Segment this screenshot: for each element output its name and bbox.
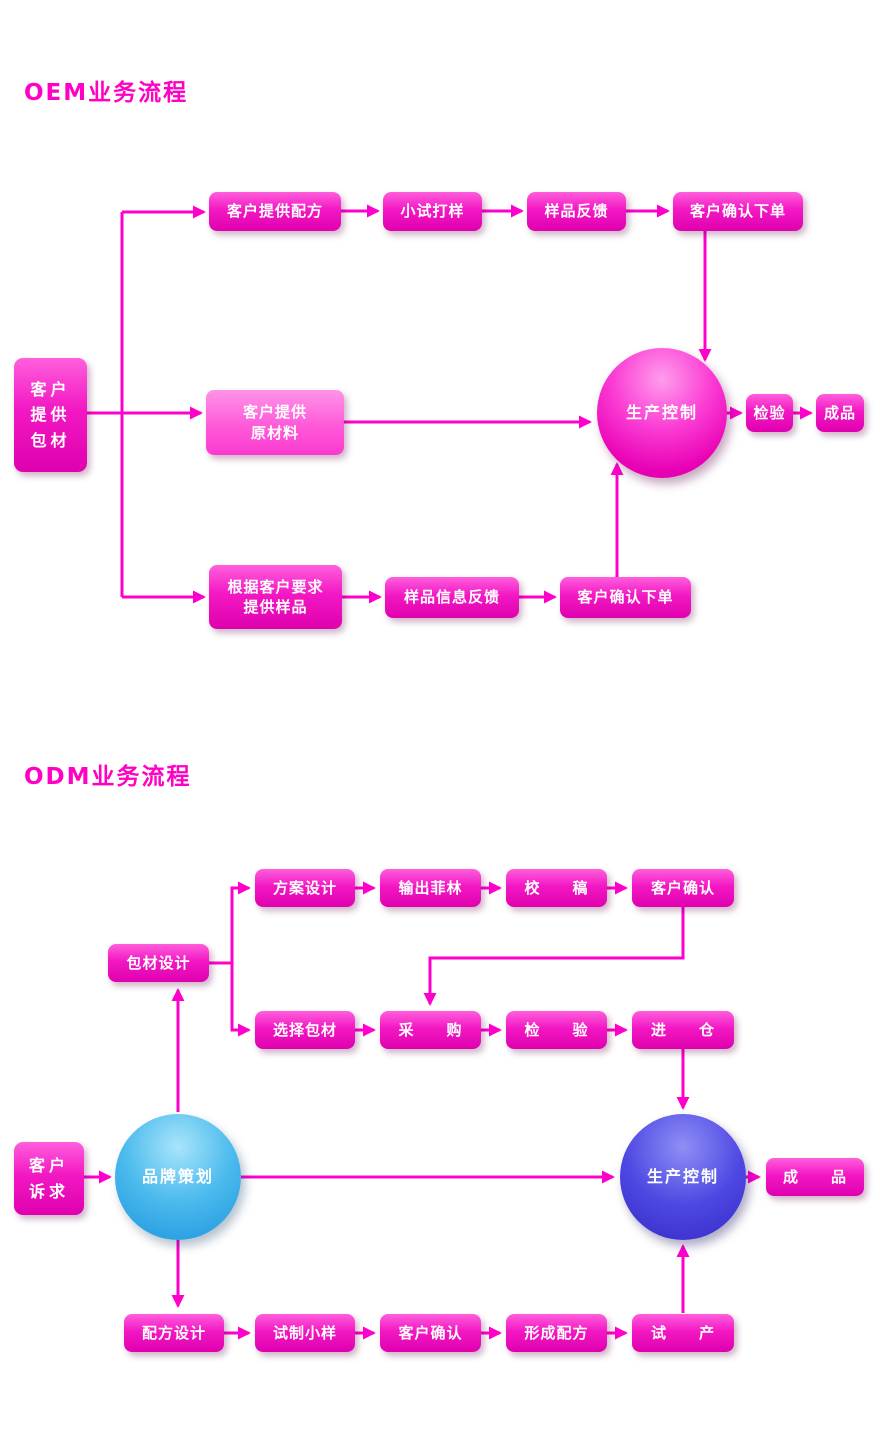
node-odm-scheme-design: 方案设计: [255, 869, 355, 907]
node-oem-finished-product: 成品: [816, 394, 864, 432]
node-odm-purchase: 采 购: [380, 1011, 481, 1049]
odm-title: ODM业务流程: [24, 764, 192, 790]
node-oem-trial-proofing: 小试打样: [383, 192, 482, 231]
arrow-odm-confirm-elbow-to-purchase: [423, 907, 685, 1006]
node-oem-sample-feedback: 样品反馈: [527, 192, 626, 231]
node-odm-production-control: 生产控制: [620, 1114, 746, 1240]
node-odm-customer-confirm-formula: 客户确认: [380, 1314, 481, 1352]
node-odm-proofreading: 校 稿: [506, 869, 607, 907]
node-odm-film-output: 输出菲林: [380, 869, 481, 907]
node-oem-inspection: 检验: [746, 394, 793, 432]
node-odm-trial-sample: 试制小样: [255, 1314, 355, 1352]
node-oem-sample-info-feedback: 样品信息反馈: [385, 577, 519, 618]
node-odm-customer-demand: 客户 诉求: [14, 1142, 84, 1215]
arrow-odm-packaging-to-scheme: [209, 881, 251, 965]
node-odm-finished-product: 成 品: [766, 1158, 864, 1196]
node-oem-confirm-order-bottom: 客户确认下单: [560, 577, 691, 618]
node-oem-raw-material: 客户提供 原材料: [206, 390, 344, 455]
node-oem-production-control: 生产控制: [597, 348, 727, 478]
node-odm-formula-design: 配方设计: [124, 1314, 224, 1352]
node-oem-customer-formula: 客户提供配方: [209, 192, 341, 231]
node-odm-warehousing: 进 仓: [632, 1011, 734, 1049]
node-odm-customer-confirm-design: 客户确认: [632, 869, 734, 907]
node-odm-formula-formation: 形成配方: [506, 1314, 607, 1352]
arrow-odm-packaging-to-select: [230, 963, 251, 1037]
node-odm-packaging-design: 包材设计: [108, 944, 209, 982]
node-oem-confirm-order-top: 客户确认下单: [673, 192, 803, 231]
node-odm-brand-planning: 品牌策划: [115, 1114, 241, 1240]
node-odm-trial-production: 试 产: [632, 1314, 734, 1352]
node-oem-customer-packaging: 客户 提供 包材: [14, 358, 87, 472]
node-odm-select-packaging: 选择包材: [255, 1011, 355, 1049]
node-oem-sample-per-request: 根据客户要求 提供样品: [209, 565, 342, 629]
oem-title: OEM业务流程: [24, 80, 189, 106]
node-odm-inspection: 检 验: [506, 1011, 607, 1049]
